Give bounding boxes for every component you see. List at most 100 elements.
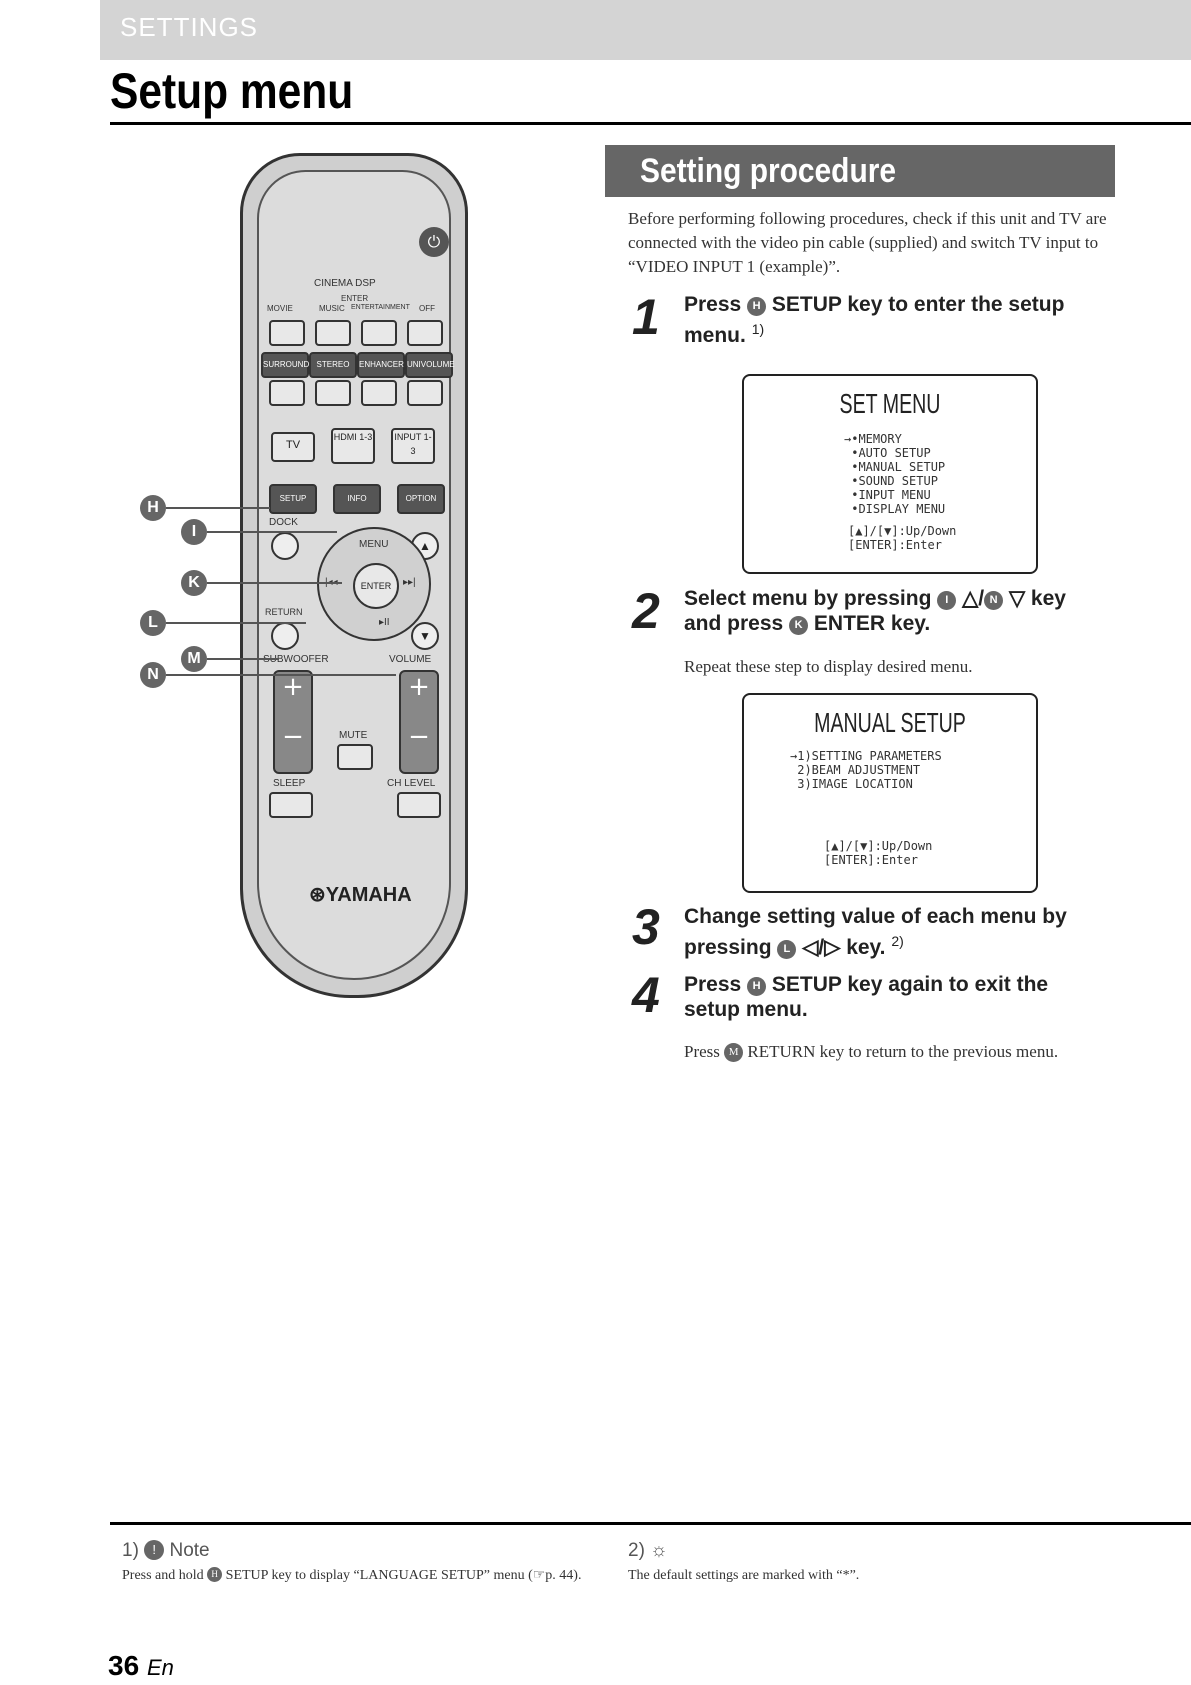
univolume-button xyxy=(407,380,443,406)
step-3-pre: pressing xyxy=(684,936,772,959)
osd-set-menu-items: →•MEMORY •AUTO SETUP •MANUAL SETUP •SOUN… xyxy=(844,432,946,516)
return-label: RETURN xyxy=(265,607,303,617)
section-label: SETTINGS xyxy=(120,12,259,42)
note-1-text: Press and hold H SETUP key to display “L… xyxy=(122,1566,592,1585)
key-h-icon-3: H xyxy=(207,1567,223,1582)
ch-level-label: CH LEVEL xyxy=(387,778,436,789)
volume-plus-icon: + xyxy=(408,672,430,702)
osd-manual-setup-items: →1)SETTING PARAMETERS 2)BEAM ADJUSTMENT … xyxy=(790,749,942,791)
off-key xyxy=(407,320,443,346)
menu-label: MENU xyxy=(359,539,389,550)
key-i-icon: I xyxy=(937,591,957,610)
callout-n: N xyxy=(140,662,166,688)
remote-body: ⏻ CINEMA DSP ENTER MOVIE MUSIC ENTERTAIN… xyxy=(257,170,455,980)
step-1-number: 1 xyxy=(632,289,660,345)
music-key xyxy=(315,320,351,346)
subwoofer-minus-icon: − xyxy=(282,722,304,752)
step-2-down: ▽ key xyxy=(1008,587,1066,610)
surround-button xyxy=(269,380,305,406)
procedure-banner xyxy=(605,145,1115,197)
footnote-ref-1: 1) xyxy=(751,321,765,337)
step-1-post: SETUP key to enter the setup menu. xyxy=(684,293,1065,347)
page-title: Setup menu xyxy=(110,63,354,119)
step-4-number: 4 xyxy=(632,967,660,1023)
section-band xyxy=(100,0,1191,60)
step-2-number: 2 xyxy=(632,583,660,639)
osd-set-menu: SET MENU →•MEMORY •AUTO SETUP •MANUAL SE… xyxy=(742,374,1038,574)
step-2-enter: ENTER key. xyxy=(813,612,931,635)
skip-next-icon: ▸▸| xyxy=(403,577,416,588)
osd-set-menu-keys: [▲]/[▼]:Up/Down [ENTER]:Enter xyxy=(848,524,957,552)
volume-rocker: + − xyxy=(399,670,439,774)
leader-l xyxy=(166,622,306,624)
footnote-ref-2: 2) xyxy=(891,933,904,949)
hdmi-key: HDMI 1-3 xyxy=(331,428,375,464)
key-h-icon-2: H xyxy=(747,977,767,996)
step-4-pre: Press xyxy=(684,973,742,996)
univolume-key: UNIVOLUME xyxy=(405,352,455,378)
callout-k: K xyxy=(181,570,207,596)
sleep-button xyxy=(269,792,313,818)
procedure-intro: Before performing following procedures, … xyxy=(628,209,1107,276)
mode-label-entertainment: ENTERTAINMENT xyxy=(351,304,410,311)
stereo-key: STEREO xyxy=(309,352,357,378)
step-3-post: ◁/▷ key. xyxy=(802,936,886,959)
sleep-label: SLEEP xyxy=(273,778,306,789)
note-1-label: Note xyxy=(169,1540,210,1561)
surround-key: SURROUND xyxy=(261,352,309,378)
power-icon: ⏻ xyxy=(419,227,449,257)
leader-k xyxy=(207,582,342,584)
cinema-dsp-label: CINEMA DSP xyxy=(314,278,376,289)
title-rule xyxy=(110,122,1191,125)
enhancer-key: ENHANCER xyxy=(357,352,405,378)
leader-m xyxy=(207,658,279,660)
movie-key xyxy=(269,320,305,346)
procedure-title: Setting procedure xyxy=(640,152,897,190)
subwoofer-label: SUBWOOFER xyxy=(263,654,329,665)
subwoofer-plus-icon: + xyxy=(282,672,304,702)
key-h-icon: H xyxy=(747,297,767,316)
enter-button: ENTER xyxy=(353,563,399,609)
input-key: INPUT 1-3 xyxy=(391,428,435,464)
key-l-icon: L xyxy=(777,940,797,959)
osd-manual-setup: MANUAL SETUP →1)SETTING PARAMETERS 2)BEA… xyxy=(742,693,1038,893)
step-4-line1: SETUP key again to exit the xyxy=(771,973,1049,996)
page-number: 36 En xyxy=(108,1650,174,1682)
step-4-text: Press H SETUP key again to exit the setu… xyxy=(684,972,1124,1022)
mode-label-movie: MOVIE xyxy=(267,304,293,313)
return-note-pre: Press xyxy=(684,1042,720,1061)
ch-level-button xyxy=(397,792,441,818)
step-2-up: △/ xyxy=(962,587,985,610)
step-1-pre: Press xyxy=(684,293,742,316)
down-arrow-icon: ▼ xyxy=(411,622,439,650)
dock-label: DOCK xyxy=(269,517,298,528)
step-2-pre: Select menu by pressing xyxy=(684,587,932,610)
key-n-icon: N xyxy=(984,591,1004,610)
key-k-icon: K xyxy=(789,616,809,635)
dock-button xyxy=(271,532,299,560)
option-key: OPTION xyxy=(397,484,445,514)
enhancer-button xyxy=(361,380,397,406)
step-4-line2: setup menu. xyxy=(684,998,808,1021)
note-icon: ! xyxy=(144,1540,165,1560)
play-pause-icon: ▸II xyxy=(379,617,390,628)
step-1-text: Press H SETUP key to enter the setup men… xyxy=(684,292,1084,348)
callout-m: M xyxy=(181,646,207,672)
osd-set-menu-title: SET MENU xyxy=(839,388,941,419)
yamaha-logo: ⊛YAMAHA xyxy=(309,884,412,906)
step-2-and: and press xyxy=(684,612,784,635)
key-m-icon: M xyxy=(724,1043,744,1062)
step-3-line1: Change setting value of each menu by xyxy=(684,905,1067,928)
mode-label-off: OFF xyxy=(419,304,435,313)
osd-manual-setup-title: MANUAL SETUP xyxy=(814,707,966,738)
leader-h xyxy=(166,507,270,509)
directional-pad: MENU ENTER |◂◂ ▸▸| ▸II xyxy=(317,527,431,641)
mode-label-music: MUSIC xyxy=(319,304,345,313)
osd-manual-setup-keys: [▲]/[▼]:Up/Down [ENTER]:Enter xyxy=(824,839,933,867)
mode-labels: MOVIE MUSIC ENTERTAINMENT OFF xyxy=(259,304,449,318)
return-button xyxy=(271,622,299,650)
enter-small-label: ENTER xyxy=(341,294,369,303)
step-3-number: 3 xyxy=(632,899,660,955)
callout-l: L xyxy=(140,610,166,636)
entertainment-key xyxy=(361,320,397,346)
